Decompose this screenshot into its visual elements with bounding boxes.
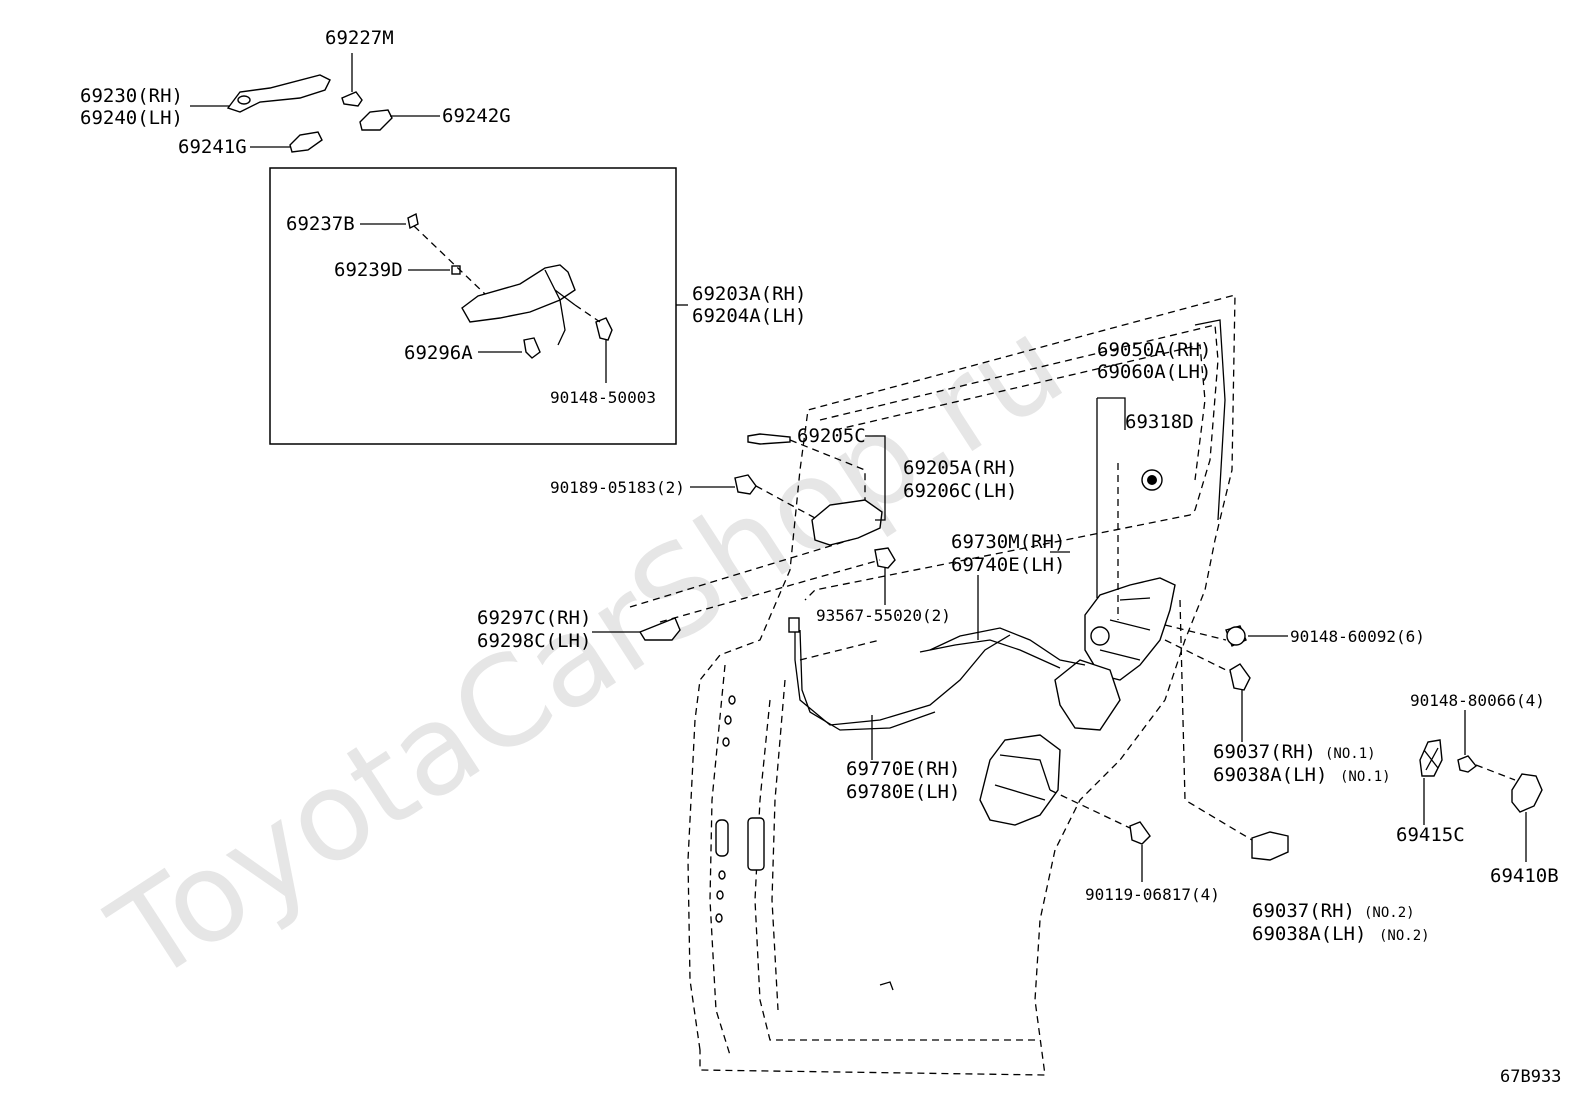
label-69204A: 69204A(LH) (692, 305, 806, 327)
label-69241G: 69241G (178, 136, 247, 158)
label-69037-no2: 69037(RH) (1252, 900, 1355, 922)
label-69037-no1-note: (NO.1) (1325, 746, 1376, 762)
label-69740E: 69740E(LH) (951, 554, 1065, 576)
label-93567-55020: 93567-55020(2) (816, 606, 951, 625)
label-69296A: 69296A (404, 342, 473, 364)
label-69037-no1: 69037(RH) (1213, 741, 1316, 763)
handle-cap-part (341, 91, 363, 107)
label-69770E: 69770E(RH) (846, 758, 960, 780)
label-69038A-no2: 69038A(LH) (1252, 923, 1366, 945)
label-69230: 69230(RH) (80, 85, 183, 107)
label-69205C: 69205C (797, 425, 866, 447)
label-69038A-no1-note: (NO.1) (1340, 769, 1391, 785)
label-90189-05183: 90189-05183(2) (550, 478, 685, 497)
label-69038A-no1: 69038A(LH) (1213, 764, 1327, 786)
label-69205A: 69205A(RH) (903, 457, 1017, 479)
inside-handle-base-part (811, 499, 883, 546)
gasket-part (359, 109, 393, 131)
label-69297C: 69297C(RH) (477, 607, 591, 629)
label-69038A-no2-note: (NO.2) (1379, 928, 1430, 944)
outside-handle-part (226, 74, 331, 113)
label-69239D: 69239D (334, 259, 403, 281)
label-69203A: 69203A(RH) (692, 283, 806, 305)
outside-handle-group: 69227M 69230(RH) 69240(LH) 69242G 69241G (80, 27, 511, 158)
label-69206C: 69206C(LH) (903, 480, 1017, 502)
label-90148-80066: 90148-80066(4) (1410, 691, 1545, 710)
handle-frame-part (461, 264, 576, 323)
inside-handle-group: 69205C 69205A(RH) 69206C(LH) 90189-05183… (477, 425, 1017, 661)
label-69037-no2-note: (NO.2) (1364, 905, 1415, 921)
label-69060A: 69060A(LH) (1097, 361, 1211, 383)
label-90148-60092: 90148-60092(6) (1290, 627, 1425, 646)
label-90148-50003: 90148-50003 (550, 388, 656, 407)
label-90119-06817: 90119-06817(4) (1085, 885, 1220, 904)
label-69415C: 69415C (1396, 824, 1465, 846)
striker-part (1511, 773, 1543, 813)
door-panel (687, 294, 1236, 1076)
label-69240: 69240(LH) (80, 107, 183, 129)
diagram-code: 67B933 (1500, 1067, 1561, 1087)
label-69050A: 69050A(RH) (1097, 339, 1211, 361)
striker-group: 90148-80066(4) 69415C 69410B (1396, 691, 1559, 887)
handle-frame-box: 69237B 69239D 69296A 90148-50003 69203A(… (269, 167, 806, 445)
label-69242G: 69242G (442, 105, 511, 127)
lock-assembly-group: 69050A(RH) 69060A(LH) 69318D 69730M(RH) … (788, 339, 1430, 945)
label-69237B: 69237B (286, 213, 355, 235)
label-69298C: 69298C(LH) (477, 630, 591, 652)
rear-gasket-part (289, 131, 323, 153)
label-69410B: 69410B (1490, 865, 1559, 887)
lower-latch-part (979, 734, 1061, 826)
label-69318D: 69318D (1125, 411, 1194, 433)
label-69227M: 69227M (325, 27, 394, 49)
label-69730M: 69730M(RH) (951, 531, 1065, 553)
label-69780E: 69780E(LH) (846, 781, 960, 803)
